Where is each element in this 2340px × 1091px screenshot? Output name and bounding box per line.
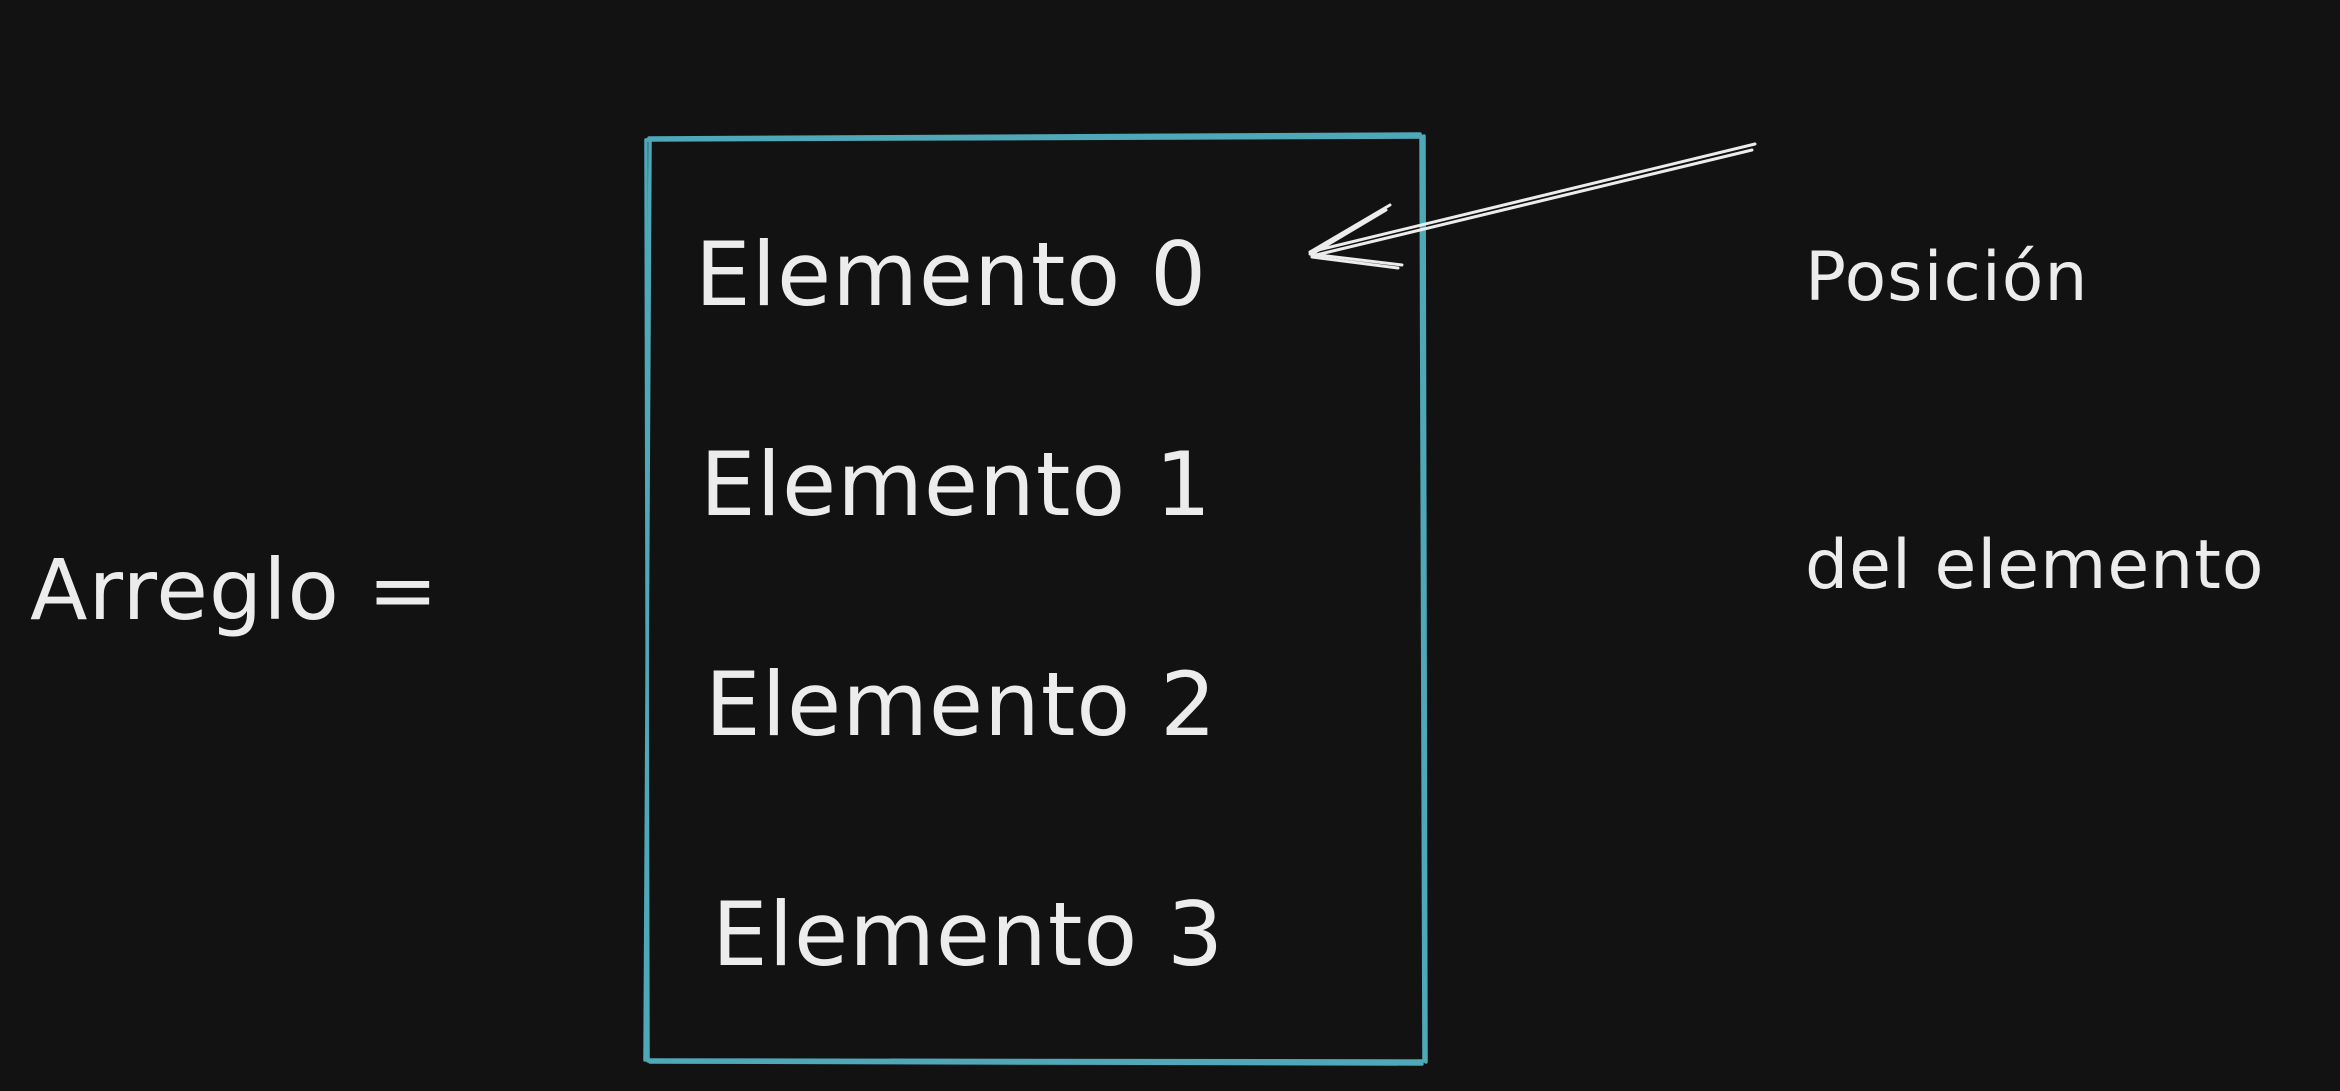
annotation-line-2: del elemento — [1805, 526, 2265, 605]
array-element-3: Elemento 3 — [712, 883, 1225, 986]
array-box — [643, 132, 1428, 1066]
annotation-line-1: Posición — [1805, 238, 2089, 317]
array-element-1: Elemento 1 — [700, 433, 1213, 536]
array-element-0: Elemento 0 — [695, 223, 1208, 326]
arrow-icon — [1308, 142, 1757, 270]
position-annotation: Posición del elemento — [1805, 38, 2265, 806]
array-label: Arreglo = — [30, 541, 440, 639]
array-element-2: Elemento 2 — [705, 653, 1218, 756]
